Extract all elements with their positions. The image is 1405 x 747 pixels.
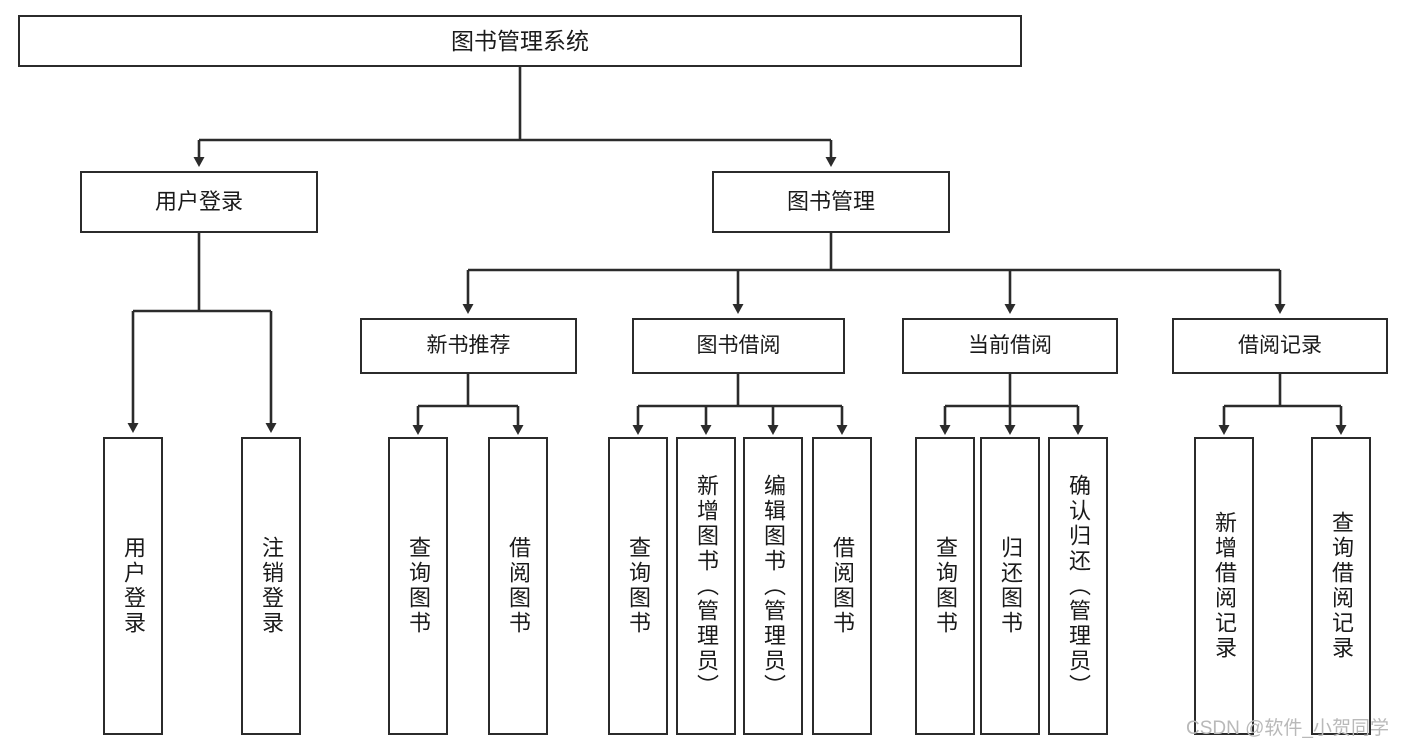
node-label: 图书管理系统 [451,27,589,54]
node-book-borrow[interactable]: 图书借阅 [632,318,845,374]
leaf-current-confirm-return[interactable]: 确认归还（管理员） [1048,437,1108,735]
node-label: 编辑图书（管理员） [761,473,786,699]
node-label: 新增图书（管理员） [694,473,719,699]
node-label: 归还图书 [998,536,1023,636]
node-label: 图书管理 [786,189,875,215]
leaf-borrow-borrow-book[interactable]: 借阅图书 [812,437,872,735]
node-label: 新书推荐 [426,333,511,357]
node-label: 查询借阅记录 [1329,511,1354,661]
leaf-borrow-edit-book[interactable]: 编辑图书（管理员） [743,437,803,735]
node-label: 查询图书 [626,536,651,636]
csdn-watermark: CSDN @软件_小贺同学 [1186,718,1389,739]
node-label: 借阅记录 [1238,333,1322,357]
leaf-new-book-borrow[interactable]: 借阅图书 [488,437,548,735]
node-label: 图书借阅 [696,333,781,357]
node-label: 确认归还（管理员） [1066,473,1091,699]
node-user-login[interactable]: 用户登录 [80,171,318,233]
node-new-book-recommend[interactable]: 新书推荐 [360,318,577,374]
leaf-borrow-add-book[interactable]: 新增图书（管理员） [676,437,736,735]
node-book-management[interactable]: 图书管理 [712,171,950,233]
node-label: 用户登录 [121,536,146,636]
leaf-borrow-query-book[interactable]: 查询图书 [608,437,668,735]
leaf-record-add-record[interactable]: 新增借阅记录 [1194,437,1254,735]
leaf-user-login-logout[interactable]: 注销登录 [241,437,301,735]
leaf-current-query-book[interactable]: 查询图书 [915,437,975,735]
node-label: 注销登录 [259,536,284,636]
node-borrow-record[interactable]: 借阅记录 [1172,318,1388,374]
node-label: 用户登录 [154,189,243,215]
leaf-user-login-login[interactable]: 用户登录 [103,437,163,735]
node-label: 借阅图书 [506,536,531,636]
leaf-record-query-record[interactable]: 查询借阅记录 [1311,437,1371,735]
node-current-borrow[interactable]: 当前借阅 [902,318,1118,374]
leaf-new-book-query[interactable]: 查询图书 [388,437,448,735]
node-label: 当前借阅 [968,333,1052,357]
node-label: 新增借阅记录 [1212,511,1237,661]
node-root-system[interactable]: 图书管理系统 [18,15,1022,67]
leaf-current-return-book[interactable]: 归还图书 [980,437,1040,735]
node-label: 查询图书 [933,536,958,636]
node-label: 借阅图书 [830,536,855,636]
node-label: 查询图书 [406,536,431,636]
